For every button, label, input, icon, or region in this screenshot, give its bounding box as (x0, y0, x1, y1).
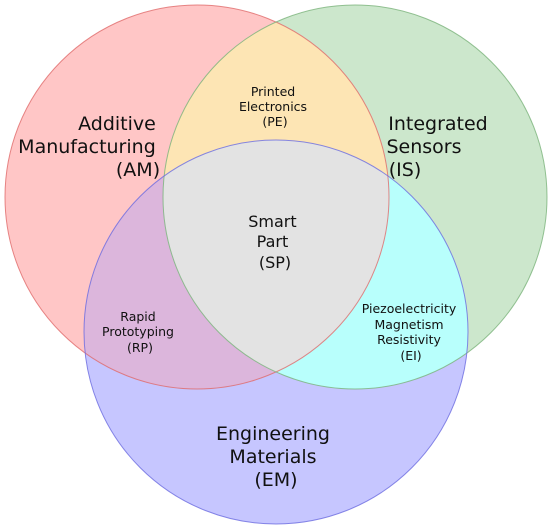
rapid-prototyping-label: Rapid Prototyping (RP) (102, 309, 178, 355)
engineering-materials-outline (83, 139, 469, 525)
smart-part-region (163, 140, 389, 389)
integrated-sensors-label: Integrated Sensors (IS) (386, 113, 493, 181)
engineering-materials-label: Engineering Materials (EM) (216, 423, 336, 491)
additive-manufacturing-label: Additive Manufacturing (AM) (18, 113, 162, 181)
smart-part-label: Smart Part (SP) (248, 212, 302, 272)
engineering-integration-label: Piezoelectricity Magnetism Resistivity (… (362, 301, 461, 363)
additive-manufacturing-outline (4, 4, 390, 390)
printed-electronics-label: Printed Electronics (PE) (239, 84, 311, 129)
integrated-sensors-outline (162, 4, 548, 390)
